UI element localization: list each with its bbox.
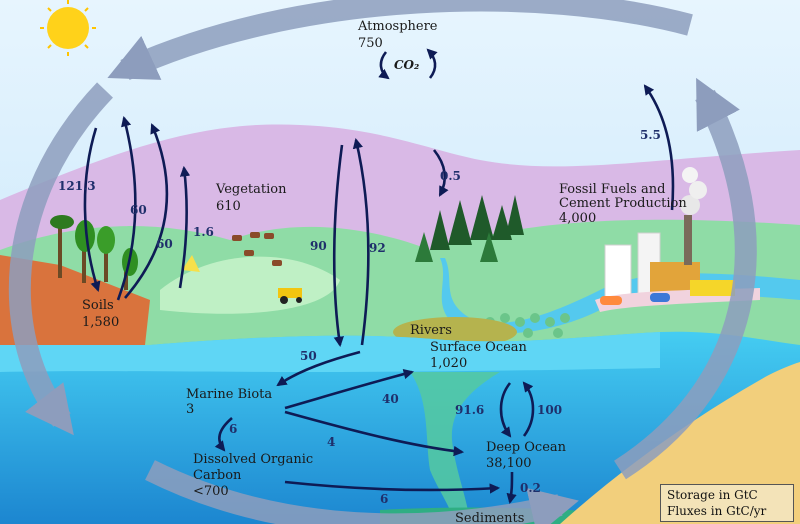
surface-ocean-value: 1,020 [430, 356, 467, 371]
flux-arrow-91-6 [499, 382, 512, 438]
green-land [0, 219, 800, 360]
vegetation-label: Vegetation [215, 182, 287, 197]
flux-label-veg-60: 60 [156, 237, 173, 251]
flux-label-6-deep: 6 [380, 492, 388, 506]
flux-arrow-1-6 [178, 165, 191, 289]
livestock-icon [232, 232, 282, 266]
flux-arrow-90 [332, 144, 344, 348]
flux-arrow-6-doc [214, 417, 233, 452]
downwelling-plume [410, 372, 500, 524]
ocean [0, 331, 800, 524]
soil-block [0, 255, 150, 345]
co2-label: CO₂ [394, 58, 419, 72]
flux-arrow-40 [284, 368, 415, 410]
flux-arrow-100 [522, 381, 535, 437]
dissolved-organic-label: Dissolved Organic [193, 452, 313, 467]
flux-label-5-5: 5.5 [640, 128, 661, 142]
flux-arrow-soil-60 [116, 115, 137, 301]
atmosphere-label: Atmosphere [357, 19, 438, 34]
flux-arrow-0-2 [506, 471, 517, 505]
doc-value: <700 [193, 484, 229, 499]
sediments-label: Sediments [455, 511, 524, 524]
carbon-label: Carbon [193, 468, 242, 483]
surface-ocean-layer [0, 332, 660, 372]
sun-icon [40, 0, 96, 56]
marine-biota-value: 3 [186, 402, 194, 417]
flux-label-121-3: 121.3 [58, 179, 96, 193]
flux-label-92: 92 [369, 241, 386, 255]
flux-label-6-doc: 6 [229, 422, 237, 436]
flux-arrow-121-3 [83, 127, 101, 292]
soils-label: Soils [82, 298, 114, 313]
vehicles-icon [600, 280, 735, 305]
tractor-icon [278, 288, 302, 304]
atmosphere-exchange-arrow-down [378, 51, 390, 80]
flux-label-90: 90 [310, 239, 327, 253]
atmosphere-value: 750 [358, 36, 383, 51]
surface-ocean-label: Surface Ocean [430, 340, 528, 355]
fossil-fuels-label: Fossil Fuels and [559, 182, 665, 197]
flux-label-91-6: 91.6 [455, 403, 484, 417]
tree-icon [50, 215, 138, 290]
flux-arrow-92 [352, 137, 370, 346]
flux-arrow-6-deep [284, 480, 501, 494]
flux-label-1-6: 1.6 [193, 225, 214, 239]
flux-label-0-5: 0.5 [440, 169, 461, 183]
atmosphere-exchange-arrow-up [426, 48, 438, 79]
vegetation-value: 610 [216, 199, 241, 214]
flux-arrow-5-5 [643, 84, 675, 211]
legend-flux-line: Fluxes in GtC/yr [667, 504, 767, 518]
flux-label-100: 100 [537, 403, 562, 417]
flux-arrow-veg-60 [124, 123, 169, 299]
marine-biota-label: Marine Biota [186, 387, 272, 402]
flux-label-50: 50 [300, 349, 317, 363]
flux-arrow-50 [276, 350, 361, 387]
flux-label-40: 40 [382, 392, 399, 406]
legend-storage-line: Storage in GtC [667, 488, 758, 502]
cement-production-label: Cement Production [559, 196, 687, 211]
flux-arrow-4 [284, 410, 465, 457]
beach [560, 362, 800, 524]
deep-ocean-value: 38,100 [486, 456, 532, 471]
flux-label-0-2: 0.2 [520, 481, 541, 495]
flux-label-4: 4 [327, 435, 335, 449]
pine-forest-icon [415, 195, 524, 262]
crop-icon [182, 255, 200, 272]
flux-arrows [83, 48, 675, 505]
deep-ocean-label: Deep Ocean [486, 440, 567, 455]
rivers-label: Rivers [410, 323, 452, 338]
flux-label-soil-60: 60 [130, 203, 147, 217]
units-legend: Storage in GtC Fluxes in GtC/yr [660, 484, 794, 522]
meadow [160, 256, 340, 314]
soils-value: 1,580 [82, 315, 119, 330]
fossil-fuels-value: 4,000 [559, 211, 596, 226]
flux-arrow-0-5 [432, 149, 449, 197]
cycle-arrows [8, 0, 757, 524]
